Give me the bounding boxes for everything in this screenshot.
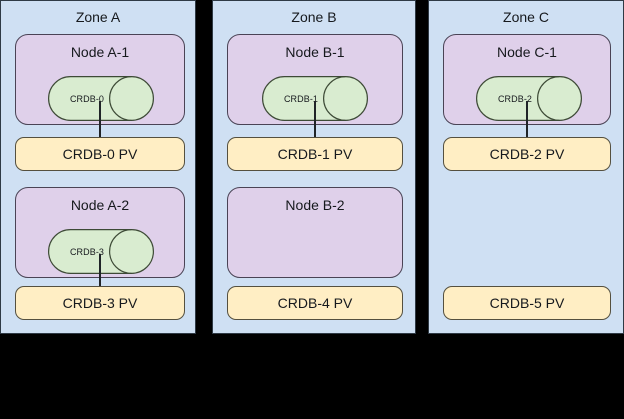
crdb-pod-label: CRDB-1: [283, 93, 319, 104]
cylinder-icon: [48, 229, 154, 274]
pod-to-pv-connector: [526, 101, 528, 139]
crdb-pod-cylinder[interactable]: CRDB-0: [48, 76, 154, 121]
pod-to-pv-connector: [314, 101, 316, 139]
crdb-pod-label: CRDB-3: [69, 246, 105, 257]
persistent-volume-box[interactable]: CRDB-3 PV: [15, 286, 185, 320]
crdb-pod-cylinder[interactable]: CRDB-2: [476, 76, 582, 121]
cylinder-icon: [476, 76, 582, 121]
pod-to-pv-connector: [99, 101, 101, 139]
node-title: Node A-1: [70, 44, 130, 60]
crdb-pod-cylinder[interactable]: CRDB-3: [48, 229, 154, 274]
persistent-volume-box[interactable]: CRDB-0 PV: [15, 137, 185, 171]
persistent-volume-box[interactable]: CRDB-1 PV: [227, 137, 403, 171]
node-box[interactable]: Node B-2: [227, 187, 403, 278]
node-title: Node C-1: [497, 44, 557, 60]
persistent-volume-box[interactable]: CRDB-2 PV: [443, 137, 611, 171]
cylinder-icon: [262, 76, 368, 121]
zone-title: Zone B: [291, 9, 337, 25]
node-title: Node A-2: [70, 197, 130, 213]
node-title: Node B-1: [285, 44, 345, 60]
persistent-volume-box[interactable]: CRDB-4 PV: [227, 286, 403, 320]
persistent-volume-box[interactable]: CRDB-5 PV: [443, 286, 611, 320]
crdb-pod-label: CRDB-0: [69, 93, 105, 104]
zone-title: Zone A: [75, 9, 121, 25]
node-title: Node B-2: [285, 197, 345, 213]
zone-title: Zone C: [503, 9, 549, 25]
pod-to-pv-connector: [99, 254, 101, 288]
cylinder-icon: [48, 76, 154, 121]
crdb-pod-cylinder[interactable]: CRDB-1: [262, 76, 368, 121]
crdb-pod-label: CRDB-2: [497, 93, 533, 104]
